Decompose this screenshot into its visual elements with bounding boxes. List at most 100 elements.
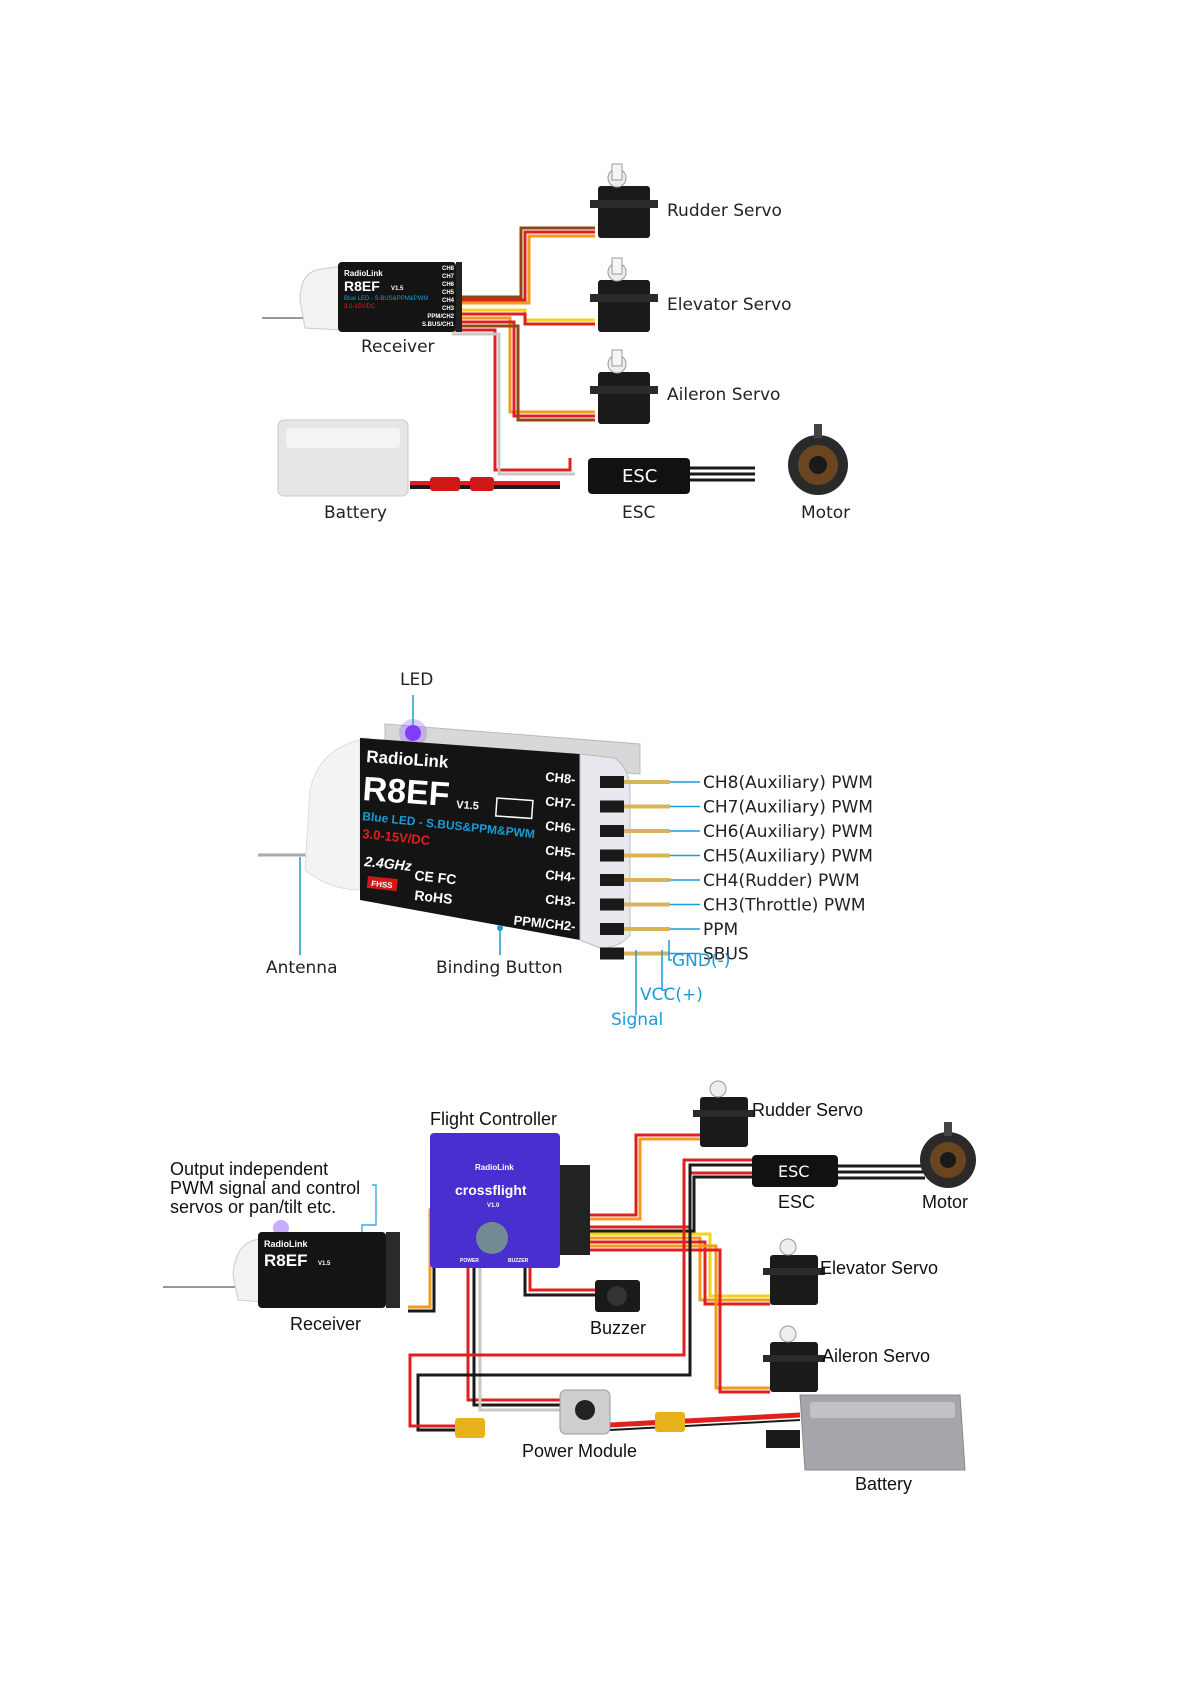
d2-pin [624,951,670,956]
d3-buzzer-label: Buzzer [590,1318,646,1338]
d2-receiver: RadioLink R8EF V1.5 Blue LED - S.BUS&PPM… [304,719,670,960]
d3-aileron-servo [763,1325,825,1392]
d2-rx-channel: CH4- [545,867,577,885]
d3-esc-label: ESC [778,1192,815,1212]
d2-channel-label: PPM [703,920,738,940]
d1-rx-channel: CH6 [442,282,455,288]
d2-channel-label: CH6(Auxiliary) PWM [703,822,873,842]
d3-rx-model: R8EF [264,1251,307,1270]
d2-rx-voltage: 3.0-15V/DC [362,826,432,848]
d3-fc-name: crossflight [455,1182,527,1198]
d2-rx-model: R8EF [361,770,450,814]
d2-vcc-label: VCC(+) [640,985,703,1005]
d3-power-module [455,1389,685,1438]
d3-fc-pins [560,1165,590,1255]
d3-fc-power: POWER [460,1258,479,1264]
d2-rx-channel: S.BUS/CH1- [501,936,576,959]
d3-note-line-2: PWM signal and control [170,1178,360,1198]
d2-rx-cert: CE FC [414,867,457,887]
d2-pin [624,902,670,907]
d3-note-bracket [361,1184,377,1232]
d3-note-line-1: Output independent [170,1159,328,1179]
d2-rx-channel: CH6- [545,818,577,836]
d3-rx-brand: RadioLink [264,1239,308,1249]
d1-elevator-servo-label: Elevator Servo [667,295,792,315]
d3-battery-label: Battery [855,1474,912,1494]
d2-rx-pins [600,776,670,960]
d3-fc-brand: RadioLink [475,1163,514,1172]
d2-rx-fhss: FHSS [371,879,394,890]
d1-rx-channel: PPM/CH2 [427,314,454,320]
d1-motor-label: Motor [801,503,850,523]
d2-pin [624,780,670,784]
d2-pin [624,878,670,882]
d3-receiver-body [258,1232,386,1308]
d2-rx-version: V1.5 [456,799,479,813]
d2-rx-channels: CH8-CH7-CH6-CH5-CH4-CH3-PPM/CH2-S.BUS/CH… [501,769,576,959]
d2-channel-label: SBUS [703,945,749,965]
d1-rx-channel: CH4 [442,298,455,304]
d2-power-callouts [635,940,672,1015]
d1-rx-voltage: 3.0-15V/DC [344,304,376,310]
d3-motor [920,1122,976,1188]
d2-pin-header [600,874,624,886]
d1-battery [277,419,494,497]
d2-led-label: LED [400,670,433,690]
d2-rx-freq: 2.4GHz [363,853,413,874]
d2-receiver-cap [304,737,371,891]
d1-receiver-body [338,262,456,332]
d3-elevator-servo-label: Elevator Servo [820,1258,938,1278]
d1-rx-model: R8EF [344,278,380,294]
d3-rx-pins [386,1232,400,1308]
d2-receiver-label-face [360,738,580,940]
d2-pin-header [600,776,624,788]
d1-elevator-servo [590,257,658,332]
d3-buzzer [595,1280,640,1312]
d3-receiver-label: Receiver [290,1314,361,1334]
d2-channel-label: CH5(Auxiliary) PWM [703,847,873,867]
d1-rudder-servo-label: Rudder Servo [667,201,782,221]
d2-pin-header [600,800,624,813]
d3-fc-label: Flight Controller [430,1109,557,1129]
d2-rx-fhss-badge [366,876,398,892]
d1-aileron-servo [590,349,658,424]
d3-flight-controller: RadioLink crossflight V1.0 POWER BUZZER [430,1133,590,1268]
d2-rx-rohs: RoHS [414,887,454,907]
d3-motor-label: Motor [922,1192,968,1212]
d1-rx-brand: RadioLink [344,269,383,278]
d2-rx-channel: CH7- [545,793,577,811]
d3-wires [408,1133,925,1432]
d1-esc-label: ESC [622,503,655,523]
d3-fc-buzzer: BUZZER [508,1258,529,1264]
d2-pin [624,829,670,833]
d2-signal-label: Signal [611,1010,663,1030]
d3-battery [766,1394,966,1471]
d2-pin-header [600,898,624,911]
diagram-1: RadioLink R8EF V1.5 Blue LED - S.BUS&PPM… [262,163,850,523]
d3-receiver: RadioLink R8EF V1.5 [163,1220,400,1308]
d3-rudder-servo [693,1080,755,1147]
d2-pin [624,853,670,858]
d3-receiver-cap [232,1237,263,1303]
d2-antenna-label: Antenna [266,958,338,978]
d1-receiver-label: Receiver [361,337,435,357]
d3-fc-glow [476,1222,508,1254]
diagram-3: Output independent PWM signal and contro… [163,1080,976,1494]
d2-channel-label: CH4(Rudder) PWM [703,871,860,891]
d3-esc-body-text: ESC [778,1162,809,1181]
d3-fc-version: V1.0 [487,1203,500,1209]
d2-channel-label: CH3(Throttle) PWM [703,896,866,916]
d2-pin [624,804,670,809]
d3-power-module-label: Power Module [522,1441,637,1461]
d2-led-icon [405,725,421,741]
d2-rx-channel: PPM/CH2- [513,913,576,934]
d2-channel-label: CH7(Auxiliary) PWM [703,798,873,818]
d3-rudder-servo-label: Rudder Servo [752,1100,863,1120]
d1-rx-channel: CH8 [442,266,455,272]
d1-rx-channel: CH3 [442,306,455,312]
d1-rx-pins [456,262,462,332]
d3-esc: ESC [752,1155,838,1187]
